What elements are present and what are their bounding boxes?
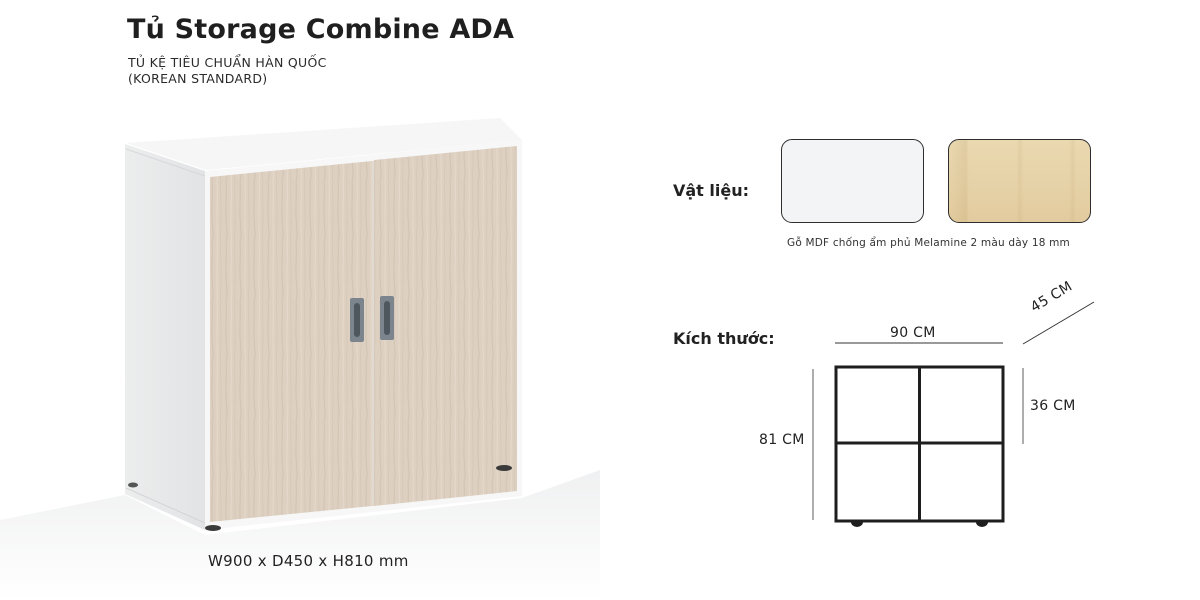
subtitle-line-1: TỦ KỆ TIÊU CHUẨN HÀN QUỐC (128, 55, 327, 70)
dimensions-label: Kích thước: (673, 329, 775, 348)
product-image-cabinet (0, 144, 600, 600)
door-handle-right (380, 296, 394, 340)
dimension-depth: 45 CM (1028, 278, 1076, 316)
page-subtitle: TỦ KỆ TIÊU CHUẨN HÀN QUỐC (KOREAN STANDA… (128, 55, 327, 87)
materials-label: Vật liệu: (673, 181, 750, 200)
dimension-shelf-height: 36 CM (1030, 398, 1076, 414)
subtitle-line-2: (KOREAN STANDARD) (128, 71, 268, 86)
material-description: Gỗ MDF chống ẩm phủ Melamine 2 màu dày 1… (787, 237, 1070, 249)
door-handle-left (350, 298, 364, 342)
dimension-width: 90 CM (890, 325, 936, 341)
dimension-height: 81 CM (759, 432, 805, 448)
product-dimensions-caption: W900 x D450 x H810 mm (208, 552, 409, 570)
material-swatch-wood (948, 139, 1091, 223)
page-title: Tủ Storage Combine ADA (127, 14, 515, 45)
material-swatch-white (781, 139, 924, 223)
